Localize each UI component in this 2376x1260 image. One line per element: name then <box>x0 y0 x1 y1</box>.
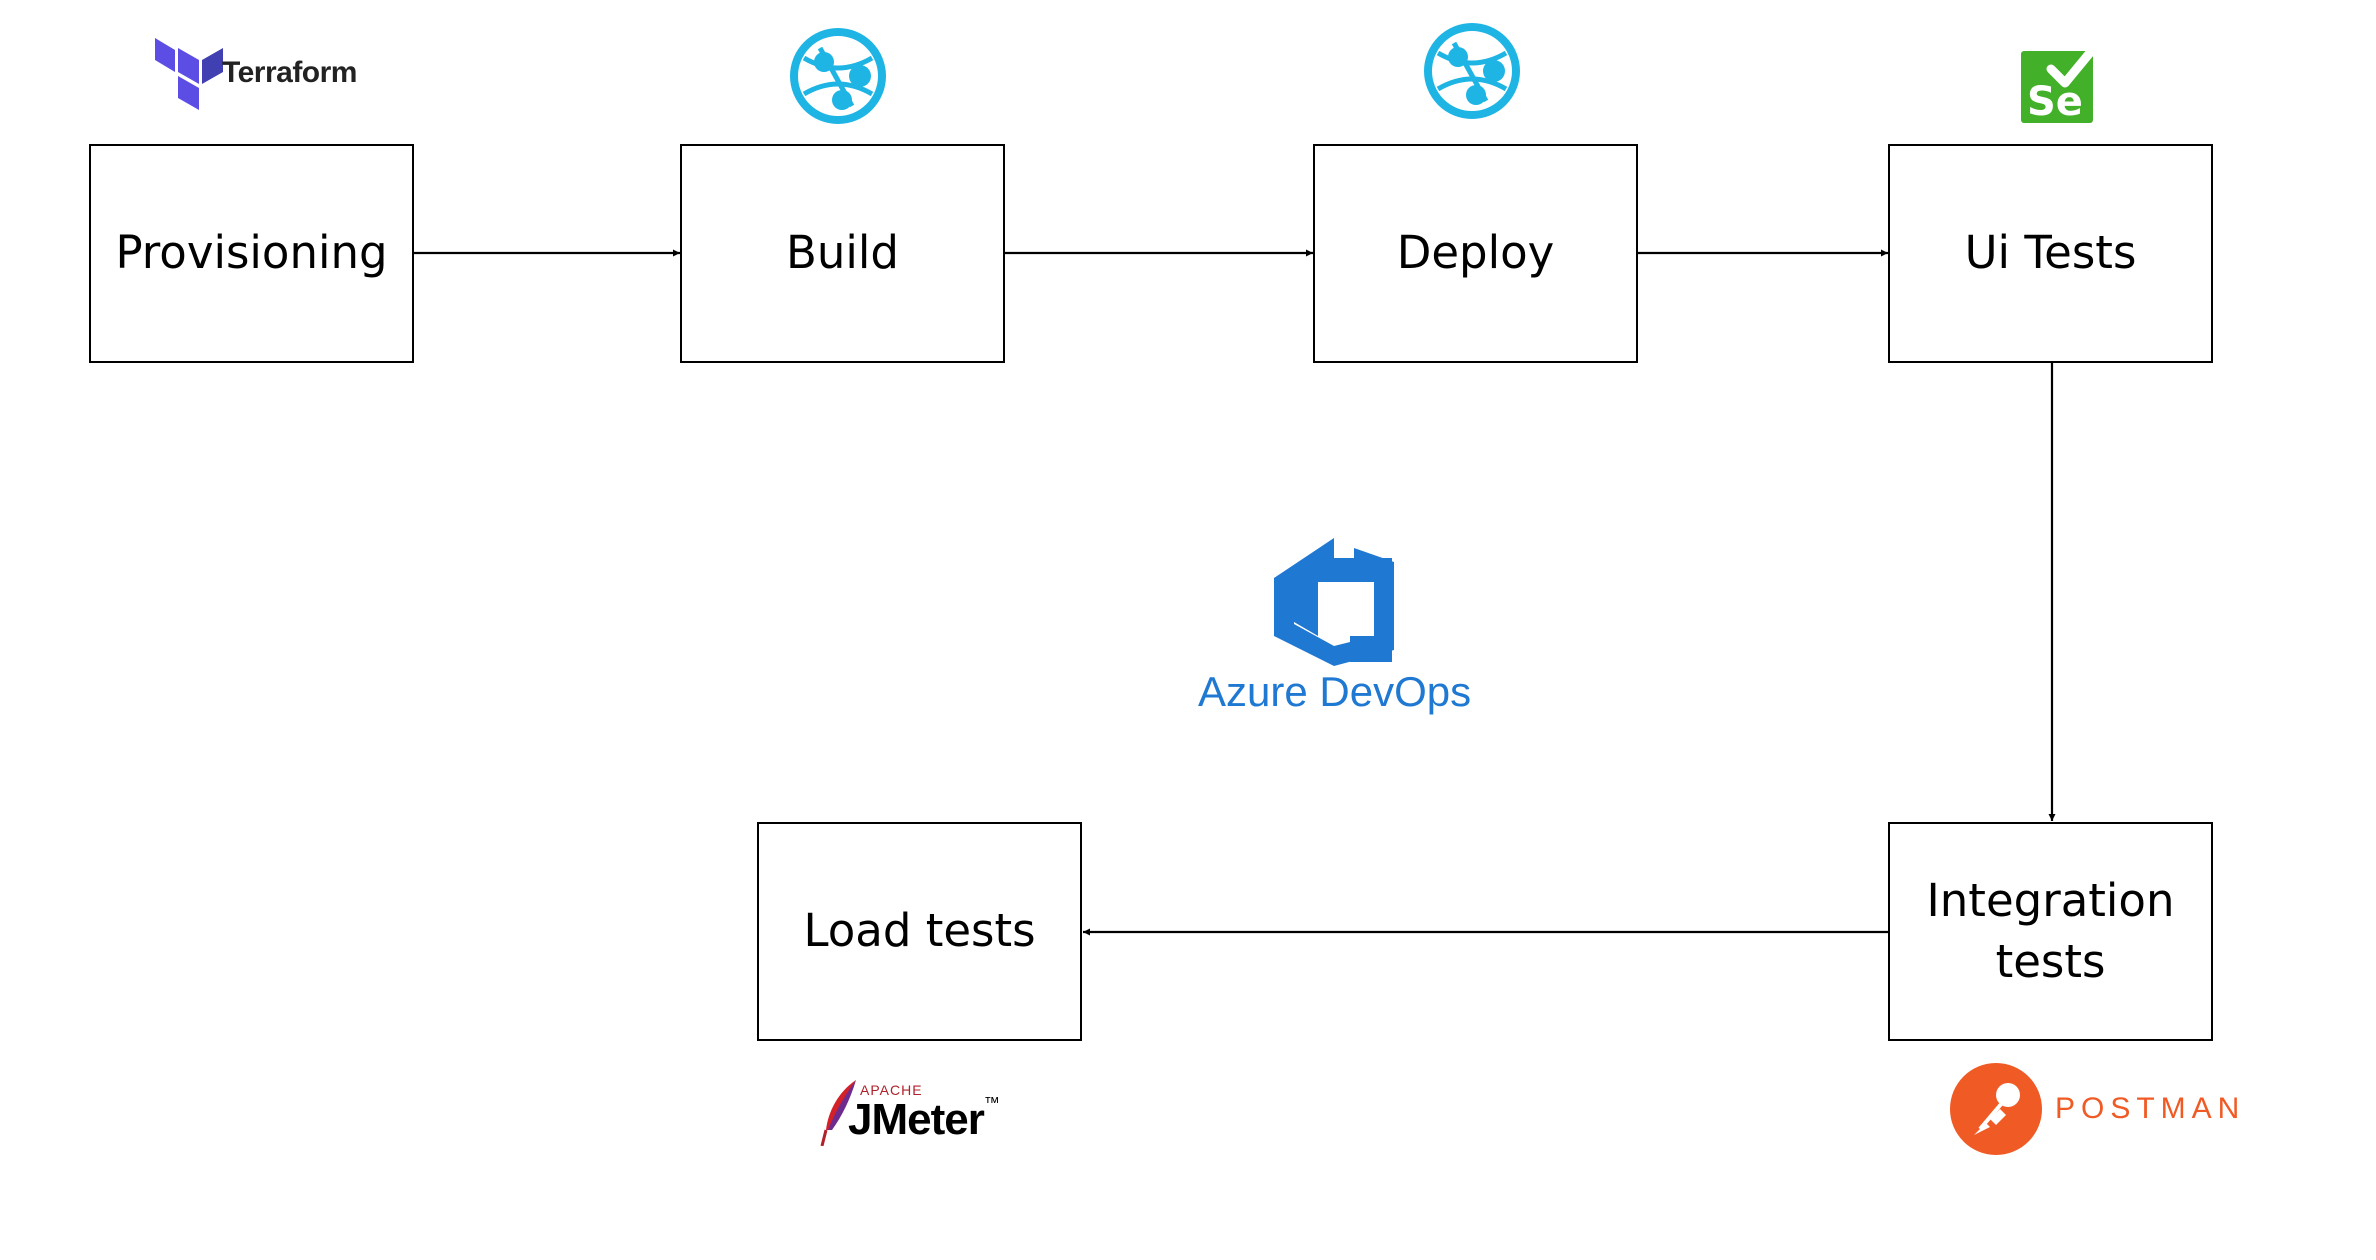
terraform-wordmark: Terraform <box>222 56 357 89</box>
jmeter-wordmark-text: JMeter <box>848 1095 985 1144</box>
step-deploy: Deploy <box>1313 144 1638 363</box>
jmeter-feather-icon <box>820 1080 856 1146</box>
step-build: Build <box>680 144 1005 363</box>
jmeter-apache-label: APACHE <box>860 1082 923 1098</box>
step-load-tests: Load tests <box>757 822 1082 1041</box>
terraform-icon <box>155 38 223 110</box>
step-ui-tests: Ui Tests <box>1888 144 2213 363</box>
azure-app-service-icon <box>790 28 886 124</box>
azure-devops-wordmark: Azure DevOps <box>1198 668 1472 715</box>
step-integration-tests: Integration tests <box>1888 822 2213 1041</box>
jmeter-wordmark: JMeter™ <box>848 1095 1000 1145</box>
postman-icon <box>1950 1063 2042 1155</box>
azure-app-service-icon <box>1424 23 1520 119</box>
step-provisioning: Provisioning <box>89 144 414 363</box>
jmeter-trademark: ™ <box>983 1095 1000 1112</box>
selenium-icon: Se <box>2021 45 2093 123</box>
step-integration-tests-label: Integration tests <box>1926 873 2175 988</box>
selenium-wordmark: Se <box>2027 79 2083 123</box>
azure-devops-icon <box>1274 538 1394 666</box>
postman-wordmark: POSTMAN <box>2055 1092 2246 1125</box>
